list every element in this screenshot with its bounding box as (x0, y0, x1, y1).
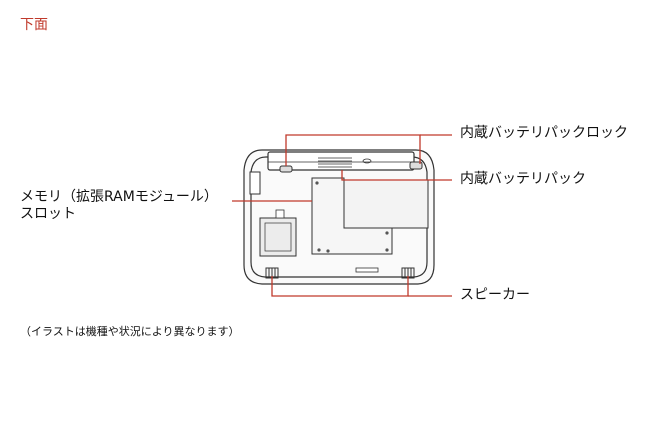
cover-screws (315, 181, 389, 253)
callout-battery-lock: 内蔵バッテリパックロック (460, 125, 628, 141)
callout-memory-slot-line1: メモリ（拡張RAMモジュール） (20, 189, 218, 205)
battery-pack-panel (343, 179, 429, 229)
footnote: （イラストは機種や状況により異なります） (20, 325, 240, 338)
battery-vents (318, 157, 372, 168)
module-bay (259, 217, 297, 257)
battery-lock-switch (279, 161, 423, 173)
memory-slot-cover (311, 177, 393, 255)
page-title: 下面 (20, 17, 48, 33)
callout-lines (232, 134, 452, 297)
callout-battery-pack: 内蔵バッテリパック (460, 171, 586, 187)
callout-memory-slot-line2: スロット (20, 206, 76, 222)
callout-speaker: スピーカー (460, 287, 530, 303)
side-port (249, 171, 261, 195)
bottom-slot (355, 267, 379, 273)
